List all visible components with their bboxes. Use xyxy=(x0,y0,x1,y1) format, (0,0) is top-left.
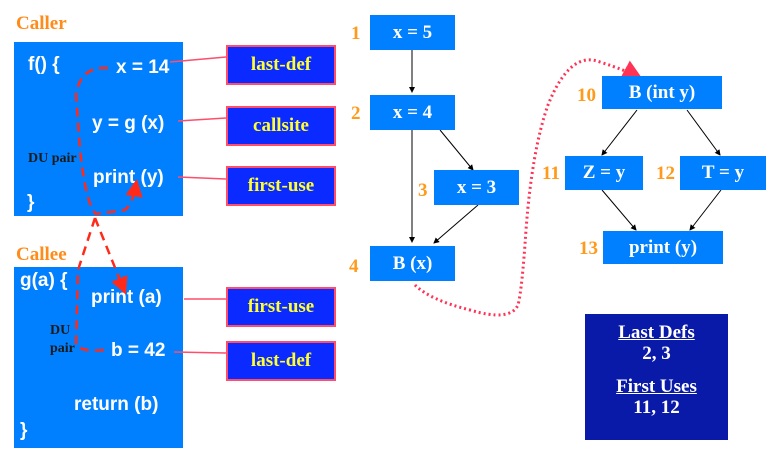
tag-callee-last-def: last-def xyxy=(226,341,336,381)
tag-caller-first-use: first-use xyxy=(226,166,336,206)
interproc-call-arrow xyxy=(413,58,644,317)
cfg-node-4: B (x) xyxy=(370,246,455,281)
caller-title: Caller xyxy=(16,13,67,34)
tag-caller-last-def: last-def xyxy=(226,45,336,85)
edge-3-4 xyxy=(433,204,479,244)
node-number-12: 12 xyxy=(656,163,675,184)
callee-use-line: print (a) xyxy=(91,287,162,308)
last-defs-value: 2, 3 xyxy=(642,343,671,364)
du-arrow-caller xyxy=(74,66,143,216)
caller-du-pair-label: DU pair xyxy=(28,151,77,166)
du-arrow-callee-def xyxy=(74,217,105,352)
edge-10-11 xyxy=(601,109,638,156)
caller-header-line: f() { xyxy=(28,54,60,75)
edge-11-13 xyxy=(601,189,637,231)
caller-code-box xyxy=(14,42,183,216)
callee-du-label-1: DU xyxy=(50,323,71,338)
node-number-4: 4 xyxy=(349,256,359,277)
callee-return-line: return (b) xyxy=(74,394,159,415)
connector-callee-last-def xyxy=(173,351,227,354)
cfg-node-12: T = y xyxy=(680,156,766,190)
caller-def-line: x = 14 xyxy=(116,57,170,78)
callee-header-line: g(a) { xyxy=(20,270,68,291)
last-defs-title: Last Defs xyxy=(618,322,695,343)
cfg-node-3: x = 3 xyxy=(434,170,519,205)
node-number-1: 1 xyxy=(351,23,361,44)
edge-2-3 xyxy=(439,129,474,171)
first-uses-title: First Uses xyxy=(616,376,697,397)
node-number-13: 13 xyxy=(579,238,598,259)
callee-def-line: b = 42 xyxy=(111,340,166,361)
connector-first-use xyxy=(177,176,227,180)
first-uses-value: 11, 12 xyxy=(633,397,680,418)
cfg-node-13: print (y) xyxy=(603,231,723,264)
connector-callsite xyxy=(177,117,227,122)
node-number-11: 11 xyxy=(542,163,560,184)
node-number-10: 10 xyxy=(577,85,596,106)
du-arrow-to-callee xyxy=(93,217,128,295)
tag-callee-first-use: first-use xyxy=(226,287,336,327)
caller-call-line: y = g (x) xyxy=(92,113,165,134)
edge-12-13 xyxy=(689,189,722,231)
connector-last-def xyxy=(169,56,227,63)
callee-close-brace: } xyxy=(20,420,28,441)
edge-10-12 xyxy=(686,109,721,156)
cfg-node-11: Z = y xyxy=(565,156,643,190)
cfg-node-1: x = 5 xyxy=(370,15,455,50)
callee-code-box xyxy=(14,267,183,448)
cfg-node-2: x = 4 xyxy=(370,95,455,130)
cfg-node-10: B (int y) xyxy=(602,76,722,109)
summary-box: Last Defs 2, 3 First Uses 11, 12 xyxy=(585,314,728,440)
node-number-2: 2 xyxy=(351,103,361,124)
tag-caller-callsite: callsite xyxy=(226,106,336,146)
node-number-3: 3 xyxy=(418,180,428,201)
caller-use-line: print (y) xyxy=(93,167,164,188)
callee-title: Callee xyxy=(16,244,67,265)
callee-du-label-2: pair xyxy=(50,341,75,356)
caller-close-brace: } xyxy=(27,192,35,213)
